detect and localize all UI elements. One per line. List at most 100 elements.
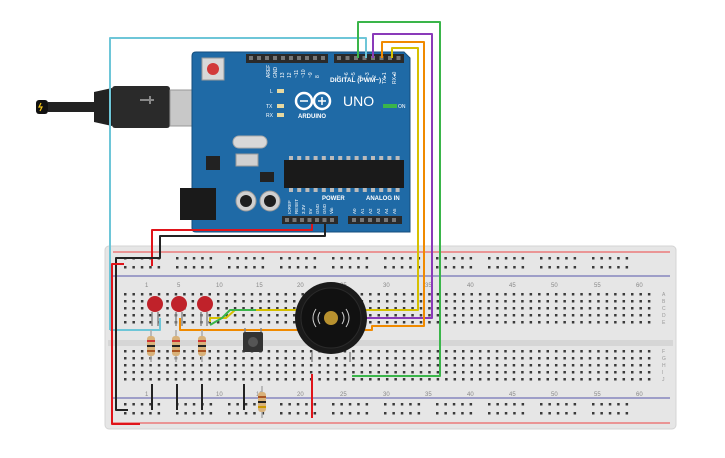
- breadboard-hole: [157, 371, 161, 374]
- breadboard-hole: [216, 321, 220, 324]
- breadboard-hole: [411, 378, 414, 381]
- pushbutton[interactable]: [243, 328, 263, 352]
- usb-cable[interactable]: [36, 86, 201, 128]
- rail-hole: [228, 412, 231, 415]
- rail-hole: [392, 266, 395, 269]
- rail-hole: [540, 412, 543, 415]
- rail-hole: [392, 412, 395, 415]
- wire-cyan[interactable]: [109, 37, 367, 330]
- breadboard-hole: [470, 357, 473, 360]
- rail-hole: [305, 257, 308, 260]
- rail-hole: [157, 403, 161, 406]
- rail-hole: [504, 403, 508, 406]
- breadboard-hole: [242, 293, 245, 296]
- breadboard-hole: [419, 307, 423, 310]
- rail-hole: [592, 412, 595, 415]
- breadboard-hole: [504, 293, 507, 296]
- breadboard-hole: [487, 350, 490, 353]
- chip-pin: [387, 188, 392, 192]
- breadboard-hole: [402, 371, 406, 374]
- rail-hole: [244, 412, 248, 415]
- col-number: 20: [297, 283, 304, 289]
- breadboard-hole: [470, 364, 473, 367]
- breadboard-hole: [225, 378, 228, 381]
- reset-button-cap[interactable]: [207, 63, 219, 75]
- chip-pin: [371, 156, 375, 160]
- rail-hole: [540, 257, 543, 260]
- header-pin: [289, 56, 293, 60]
- center-channel: [108, 340, 673, 346]
- rail-hole: [348, 257, 352, 260]
- rail-hole: [496, 266, 499, 269]
- wire-green-buzzer[interactable]: [352, 21, 441, 377]
- rail-hole: [444, 403, 447, 406]
- rail-hole: [436, 266, 439, 269]
- resistor-1[interactable]: [147, 330, 155, 362]
- rail-hole: [573, 403, 577, 406]
- led-red-3[interactable]: [197, 296, 213, 326]
- wire-purple[interactable]: [360, 33, 433, 319]
- rail-hole: [253, 266, 256, 269]
- breadboard-hole: [369, 307, 372, 310]
- breadboard-hole: [352, 378, 355, 381]
- breadboard-hole: [377, 350, 380, 353]
- breadboard-hole: [504, 371, 507, 374]
- resistor-2[interactable]: [172, 330, 180, 362]
- rail-hole: [540, 403, 543, 406]
- breadboard-hole: [343, 357, 347, 360]
- breadboard-hole: [284, 371, 288, 374]
- rail-hole: [132, 412, 135, 415]
- resistor-3[interactable]: [198, 330, 206, 362]
- rail-hole: [149, 412, 152, 415]
- breadboard-hole: [571, 357, 575, 360]
- breadboard-hole: [276, 300, 279, 303]
- breadboard-hole: [411, 364, 414, 367]
- breadboard-hole: [419, 364, 423, 367]
- header-pin: [392, 218, 396, 222]
- rail-hole: [592, 266, 595, 269]
- chip-pin: [305, 188, 310, 192]
- rail-hole: [452, 412, 456, 415]
- breadboard-hole: [478, 371, 482, 374]
- col-number: 35: [425, 392, 432, 398]
- wire-red-rail[interactable]: [111, 263, 140, 425]
- breadboard-hole: [495, 350, 499, 353]
- wire-green-button[interactable]: [209, 309, 256, 326]
- breadboard-hole: [242, 314, 245, 317]
- breadboard-hole: [614, 364, 617, 367]
- breadboard-hole: [166, 357, 169, 360]
- rail-hole: [436, 257, 439, 260]
- breadboard[interactable]: 1 5 10 15 20 25 30 35 40 45 50 55 60 1 1…: [104, 245, 677, 430]
- rail-hole: [521, 257, 525, 260]
- rail-hole: [244, 266, 248, 269]
- breadboard-hole: [124, 364, 127, 367]
- breadboard-hole: [250, 321, 254, 324]
- wire-cyan-led[interactable]: [110, 318, 161, 331]
- breadboard-hole: [605, 371, 609, 374]
- row-letter: H: [662, 363, 666, 369]
- breadboard-hole: [588, 357, 592, 360]
- wire-black-gnd[interactable]: [115, 224, 326, 411]
- breadboard-hole: [571, 314, 575, 317]
- breadboard-hole: [495, 314, 499, 317]
- chip-pin: [321, 188, 326, 192]
- resistor-4[interactable]: [258, 386, 266, 418]
- breadboard-hole: [580, 350, 583, 353]
- breadboard-hole: [293, 314, 296, 317]
- breadboard-hole: [377, 357, 380, 360]
- breadboard-hole: [301, 357, 304, 360]
- wire-orange[interactable]: [179, 41, 425, 331]
- piezo-buzzer[interactable]: [295, 282, 367, 362]
- breadboard-hole: [411, 314, 414, 317]
- breadboard-hole: [563, 357, 566, 360]
- breadboard-hole: [614, 350, 617, 353]
- led-red-2[interactable]: [171, 296, 187, 326]
- arduino-uno-board[interactable]: AREF GND 13 12 ~11 ~10 ~9 8 7 ~6 ~5 4 ~3…: [180, 51, 411, 233]
- breadboard-hole: [394, 321, 397, 324]
- led-red-1[interactable]: [147, 296, 163, 326]
- chip-pin: [354, 188, 359, 192]
- breadboard-hole: [216, 307, 220, 310]
- wire-red-5v[interactable]: [151, 224, 313, 266]
- breadboard-hole: [377, 293, 380, 296]
- header-pin: [321, 56, 325, 60]
